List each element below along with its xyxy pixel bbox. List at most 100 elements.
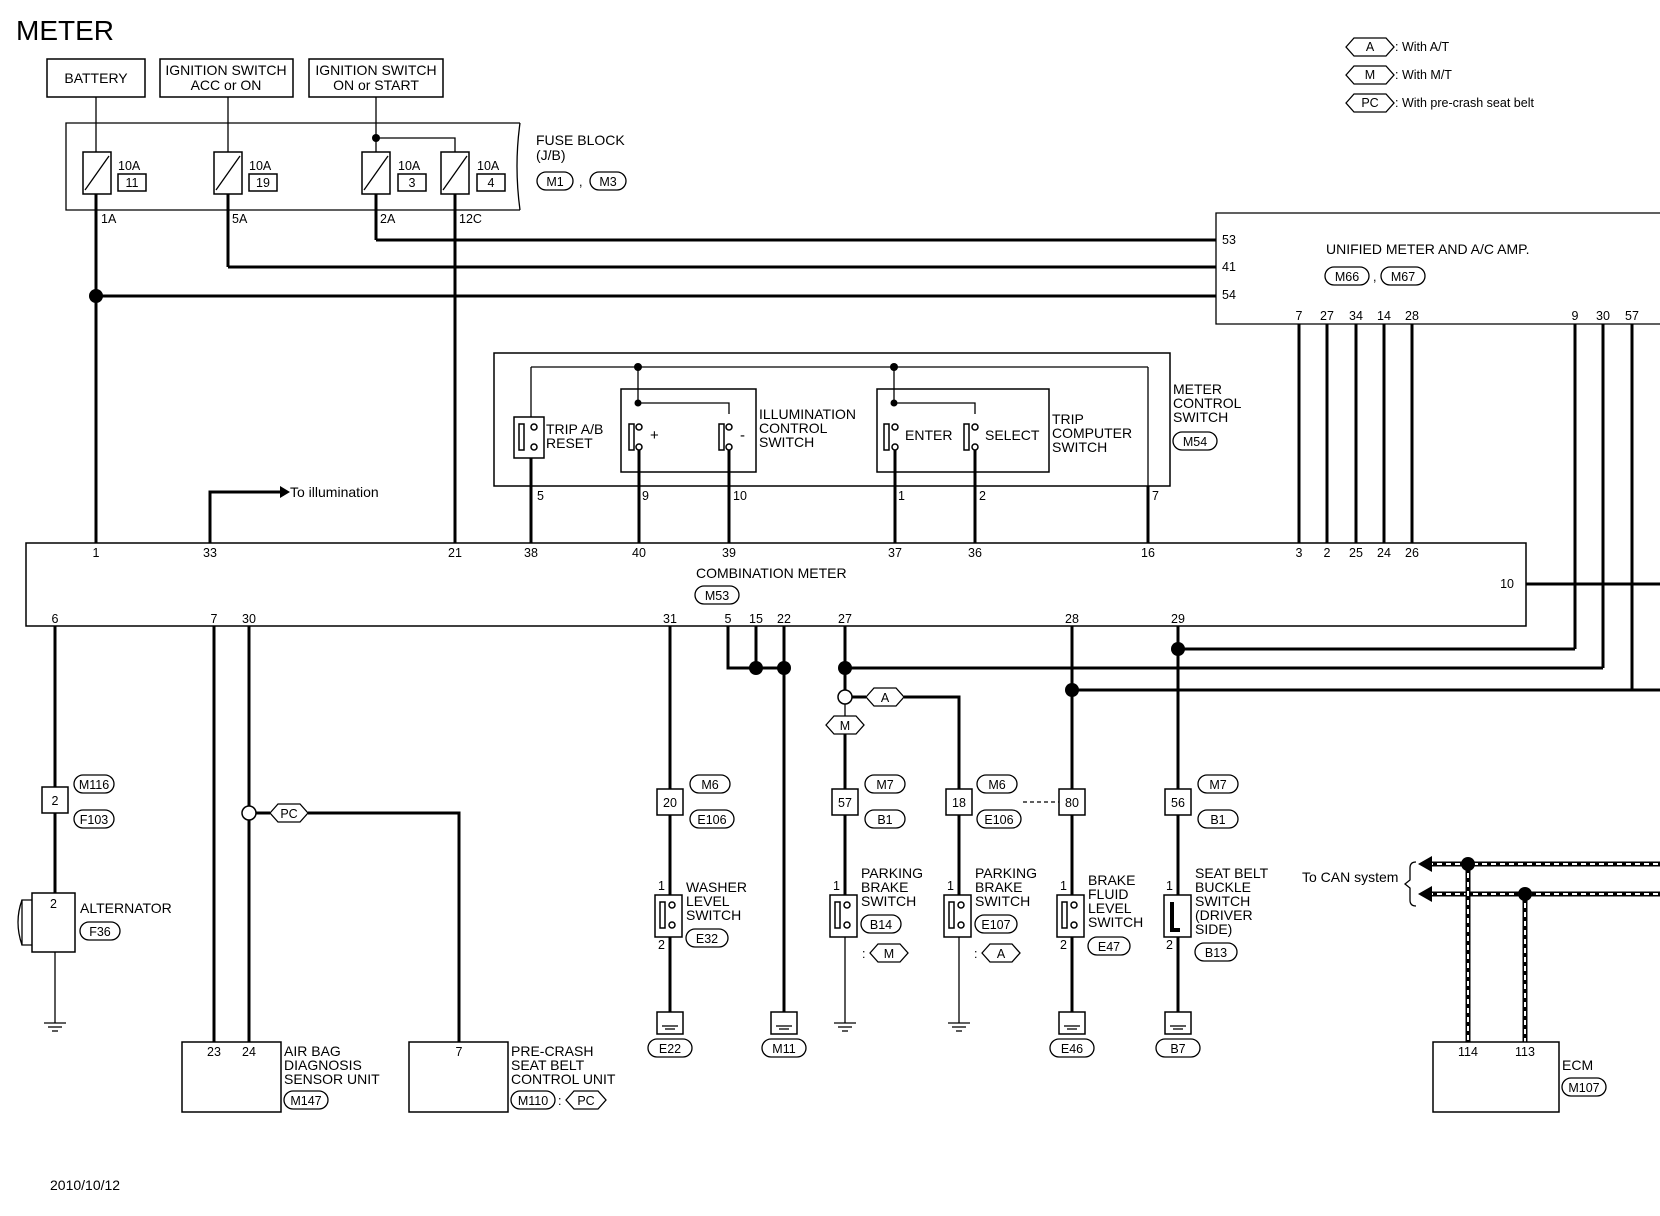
svg-text:25: 25 [1349, 546, 1363, 560]
svg-text:B1: B1 [1210, 813, 1225, 827]
svg-text:F36: F36 [89, 925, 111, 939]
svg-text:M110: M110 [518, 1094, 548, 1108]
svg-text:4: 4 [488, 176, 495, 190]
svg-text:M53: M53 [705, 589, 729, 603]
svg-text:F103: F103 [80, 813, 109, 827]
svg-text:SEAT BELT: SEAT BELT [1195, 865, 1269, 881]
svg-text:31: 31 [663, 612, 677, 626]
svg-text:SWITCH: SWITCH [1195, 893, 1250, 909]
svg-text:B14: B14 [870, 918, 892, 932]
connector-m3 [589, 171, 627, 191]
svg-text:114: 114 [1458, 1045, 1478, 1059]
svg-text::: : [862, 947, 865, 961]
svg-text:28: 28 [1405, 309, 1419, 323]
svg-text:BRAKE: BRAKE [861, 879, 908, 895]
svg-text:15: 15 [749, 612, 763, 626]
svg-text:1: 1 [658, 879, 665, 893]
svg-text:: With A/T: : With A/T [1395, 40, 1450, 54]
svg-text:10: 10 [733, 489, 747, 503]
svg-text:COMPUTER: COMPUTER [1052, 425, 1132, 441]
fuse-4: 10A 4 12C [440, 151, 506, 226]
alternator: 2 ALTERNATOR F36 [17, 892, 172, 953]
svg-text:80: 80 [1065, 796, 1079, 810]
svg-text:5: 5 [537, 489, 544, 503]
svg-text:ACC or ON: ACC or ON [191, 77, 262, 93]
connector-2: 2 M116 F103 [41, 774, 115, 829]
svg-text:SWITCH: SWITCH [975, 893, 1030, 909]
svg-text:M54: M54 [1183, 435, 1207, 449]
fuse-19: 10A 19 5A [213, 151, 278, 226]
diagram-title: METER [16, 15, 114, 46]
svg-text:24: 24 [242, 1045, 256, 1059]
svg-text:1: 1 [93, 546, 100, 560]
svg-text:3: 3 [409, 176, 416, 190]
option-tag-pc: PC [269, 803, 309, 823]
illumination-control-switch: + - ILLUMINATION CONTROL SWITCH [620, 367, 856, 473]
svg-text:M147: M147 [290, 1094, 321, 1108]
svg-text:E47: E47 [1098, 940, 1120, 954]
svg-text:2: 2 [52, 794, 59, 808]
svg-text:56: 56 [1171, 796, 1185, 810]
svg-text:54: 54 [1222, 288, 1236, 302]
svg-text:113: 113 [1515, 1045, 1535, 1059]
svg-text:: With pre-crash seat belt: : With pre-crash seat belt [1395, 96, 1534, 110]
svg-text:COMBINATION METER: COMBINATION METER [696, 565, 847, 581]
ground-e22: E22 [647, 1011, 693, 1058]
svg-text:27: 27 [838, 612, 852, 626]
svg-text:PC: PC [577, 1094, 594, 1108]
svg-text:2: 2 [1324, 546, 1331, 560]
svg-text:IGNITION SWITCH: IGNITION SWITCH [315, 62, 436, 78]
svg-text:RESET: RESET [546, 435, 593, 451]
svg-text:E106: E106 [697, 813, 726, 827]
svg-text::: : [974, 947, 977, 961]
svg-text:2: 2 [1166, 938, 1173, 952]
svg-text:2A: 2A [380, 212, 396, 226]
connector-20: 20 M6 E106 [656, 774, 735, 829]
ground-m11: M11 [761, 1011, 807, 1058]
unified-meter-ac-amp: 53 41 54 UNIFIED METER AND A/C AMP. M66 … [1215, 212, 1660, 325]
svg-text:9: 9 [1572, 309, 1579, 323]
can-system: To CAN system [1302, 856, 1660, 1042]
svg-text:To illumination: To illumination [290, 484, 379, 500]
svg-text:SWITCH: SWITCH [759, 434, 814, 450]
svg-text:2: 2 [658, 938, 665, 952]
legend-item-pc: PC : With pre-crash seat belt [1345, 93, 1534, 113]
svg-text:M6: M6 [701, 778, 718, 792]
svg-text:UNIFIED METER AND A/C AMP.: UNIFIED METER AND A/C AMP. [1326, 241, 1530, 257]
svg-text:10A: 10A [477, 159, 500, 173]
trip-computer-switch: ENTER SELECT TRIP COMPUTER SWITCH [876, 367, 1132, 473]
svg-text:1: 1 [833, 879, 840, 893]
svg-text:CONTROL: CONTROL [1173, 395, 1242, 411]
svg-text:B7: B7 [1170, 1042, 1185, 1056]
svg-text:10A: 10A [249, 159, 272, 173]
svg-text:16: 16 [1141, 546, 1155, 560]
parking-brake-switch-at: 1 PARKING BRAKE SWITCH E107 : A [943, 865, 1037, 963]
svg-text:ENTER: ENTER [905, 427, 952, 443]
meter-control-switch: METER CONTROL SWITCH M54 TRIP A/B RESET … [493, 352, 1242, 503]
svg-text:M67: M67 [1391, 270, 1415, 284]
option-tag-a: A [865, 687, 905, 707]
svg-text:38: 38 [524, 546, 538, 560]
svg-text:M6: M6 [988, 778, 1005, 792]
svg-text:29: 29 [1171, 612, 1185, 626]
fuse-11: 10A 11 1A [82, 151, 147, 226]
svg-text:IGNITION SWITCH: IGNITION SWITCH [165, 62, 286, 78]
svg-text:2: 2 [50, 897, 57, 911]
svg-text:FLUID: FLUID [1088, 886, 1128, 902]
ground-icon [834, 1022, 856, 1032]
svg-text:27: 27 [1320, 309, 1334, 323]
svg-text:PC: PC [1361, 96, 1378, 110]
svg-text:M: M [1365, 68, 1375, 82]
diagram-date: 2010/10/12 [50, 1177, 120, 1193]
pre-crash-seat-belt-control-unit: 7 PRE-CRASH SEAT BELT CONTROL UNIT M110 … [408, 1041, 616, 1113]
svg-text:BRAKE: BRAKE [1088, 872, 1135, 888]
svg-text:7: 7 [1296, 309, 1303, 323]
svg-text:SWITCH: SWITCH [1173, 409, 1228, 425]
svg-text:M3: M3 [599, 175, 616, 189]
svg-text:B13: B13 [1205, 946, 1227, 960]
svg-text:2: 2 [1060, 938, 1067, 952]
svg-text:M7: M7 [876, 778, 893, 792]
ignition-switch-on-box: IGNITION SWITCH ON or START [308, 58, 444, 98]
svg-text:1: 1 [947, 879, 954, 893]
